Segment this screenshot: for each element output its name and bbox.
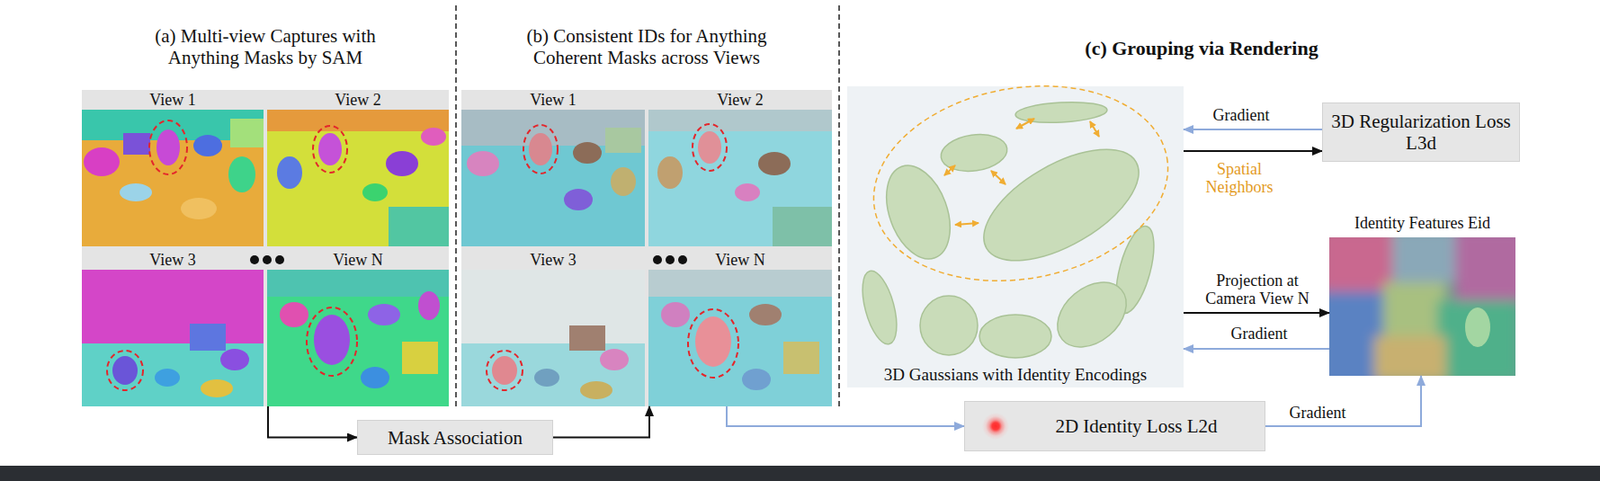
- panel-heading: (b) Consistent IDs for Anything Coherent…: [461, 25, 832, 69]
- panel-region: (a) Multi-view Captures with Anything Ma…: [81, 25, 449, 407]
- connector: [1183, 128, 1323, 131]
- connector: [726, 406, 965, 427]
- neighbor-outline: [858, 63, 1184, 304]
- feature-map: [1320, 228, 1528, 391]
- view-title: View N: [267, 250, 449, 270]
- annotation: Spatial Neighbors: [1191, 160, 1288, 197]
- view-image: View 1: [461, 89, 645, 247]
- edge-label: Gradient: [1210, 106, 1273, 125]
- view-title: View 1: [461, 89, 645, 110]
- divider: [838, 5, 841, 407]
- edge-label: Projection at Camera View N: [1187, 271, 1328, 308]
- view-image: View 2: [267, 89, 449, 247]
- connector: [1183, 312, 1330, 314]
- box-text: Mask Association: [387, 427, 523, 449]
- view-title: View 1: [81, 89, 264, 110]
- loss-box: 2D Identity Loss L2d: [964, 401, 1266, 452]
- view-image: View 3: [461, 250, 645, 407]
- feature-panel: Identity Features Eid: [1329, 212, 1516, 376]
- view-title: View 3: [461, 250, 645, 270]
- neighbor-arrows: [944, 118, 1100, 225]
- connector: [553, 406, 650, 438]
- box-text: 2D Identity Loss L2d: [1054, 415, 1217, 438]
- view-title: View 2: [648, 89, 832, 110]
- connector: [1265, 375, 1422, 427]
- connector: [1183, 150, 1323, 152]
- panel-ground: [81, 89, 449, 407]
- gaussian-ellipsoids: [856, 99, 1163, 360]
- view-image: View 3: [81, 250, 264, 407]
- sam-views: [81, 109, 449, 407]
- view-title: View 3: [81, 250, 264, 270]
- view-image: View 1: [81, 89, 264, 247]
- view-title: View 2: [267, 89, 449, 110]
- section-heading: (c) Grouping via Rendering: [1081, 36, 1321, 61]
- edge-label: Gradient: [1228, 324, 1291, 343]
- view-title: View N: [648, 250, 832, 270]
- caption: 3D Gaussians with Identity Encodings: [847, 365, 1184, 385]
- view-image: View N: [648, 250, 832, 407]
- connector: [268, 406, 358, 438]
- connector: [1183, 348, 1330, 350]
- gaussian-panel: 3D Gaussians with Identity Encodings: [847, 86, 1184, 388]
- panel-heading: (a) Multi-view Captures with Anything Ma…: [81, 25, 449, 69]
- process-box: Mask Association: [357, 420, 554, 456]
- gaussian-ground: [847, 86, 1184, 388]
- bottom-band: [0, 465, 1600, 481]
- coherent-views: [461, 109, 832, 407]
- divider: [455, 5, 457, 407]
- caption: Identity Features Eid: [1329, 212, 1516, 234]
- view-image: View N: [267, 250, 449, 407]
- view-image: View 2: [648, 89, 832, 247]
- panel-ground: [461, 89, 832, 407]
- ellipsis-dots: [250, 255, 688, 265]
- edge-label: Gradient: [1287, 403, 1350, 422]
- loss-box: 3D Regularization Loss L3d: [1322, 102, 1520, 162]
- box-text: 3D Regularization Loss L3d: [1330, 110, 1512, 154]
- panel-region: (b) Consistent IDs for Anything Coherent…: [461, 25, 832, 407]
